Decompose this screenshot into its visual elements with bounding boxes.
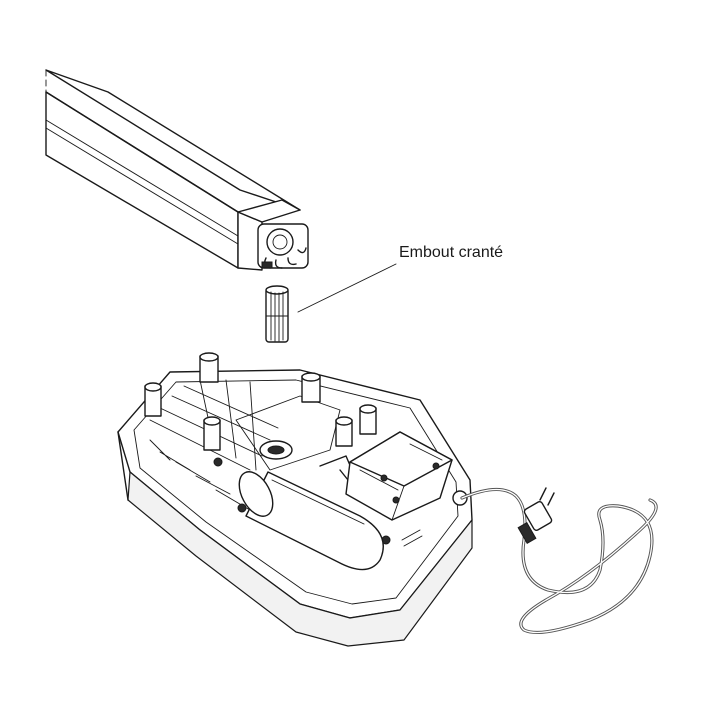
motor-cylinder bbox=[238, 455, 384, 571]
plug-body bbox=[523, 501, 553, 531]
motor-housing bbox=[117, 352, 473, 647]
callout-leader-line bbox=[297, 263, 397, 313]
housing-vent bbox=[401, 529, 423, 547]
motor-end-cap bbox=[238, 471, 274, 517]
rail-end-top bbox=[237, 199, 301, 223]
rail-groove-line-2 bbox=[45, 127, 239, 245]
control-box bbox=[345, 431, 468, 521]
rail-beam bbox=[45, 69, 309, 271]
rail-groove-line bbox=[45, 119, 239, 237]
splined-coupler bbox=[265, 285, 289, 343]
housing-posts bbox=[144, 352, 377, 451]
rail-sprocket-head bbox=[257, 223, 309, 269]
power-plug bbox=[517, 487, 555, 544]
cord-grommet bbox=[452, 490, 468, 506]
housing-edge-left bbox=[117, 431, 129, 501]
sprocket-ring bbox=[266, 228, 294, 256]
coupler-body bbox=[265, 287, 289, 343]
rail-edge bbox=[45, 91, 239, 213]
callout-label-splined-end: Embout cranté bbox=[399, 244, 504, 261]
coupler-top bbox=[265, 285, 289, 295]
housing-ribs bbox=[149, 379, 341, 511]
screw-1 bbox=[213, 457, 223, 467]
motor-body bbox=[245, 471, 384, 571]
sprocket-bore bbox=[272, 234, 288, 250]
plug-pin-1 bbox=[539, 487, 547, 501]
plug-strain-relief bbox=[517, 522, 537, 544]
sprocket-clip bbox=[261, 261, 273, 269]
power-cord-with-plug bbox=[460, 487, 658, 635]
cord-line bbox=[460, 487, 658, 635]
screw-2 bbox=[237, 503, 247, 513]
housing-skirt bbox=[127, 471, 473, 647]
plug-pin-2 bbox=[547, 492, 555, 506]
drive-bearing bbox=[213, 440, 391, 545]
housing-rim bbox=[133, 379, 459, 605]
